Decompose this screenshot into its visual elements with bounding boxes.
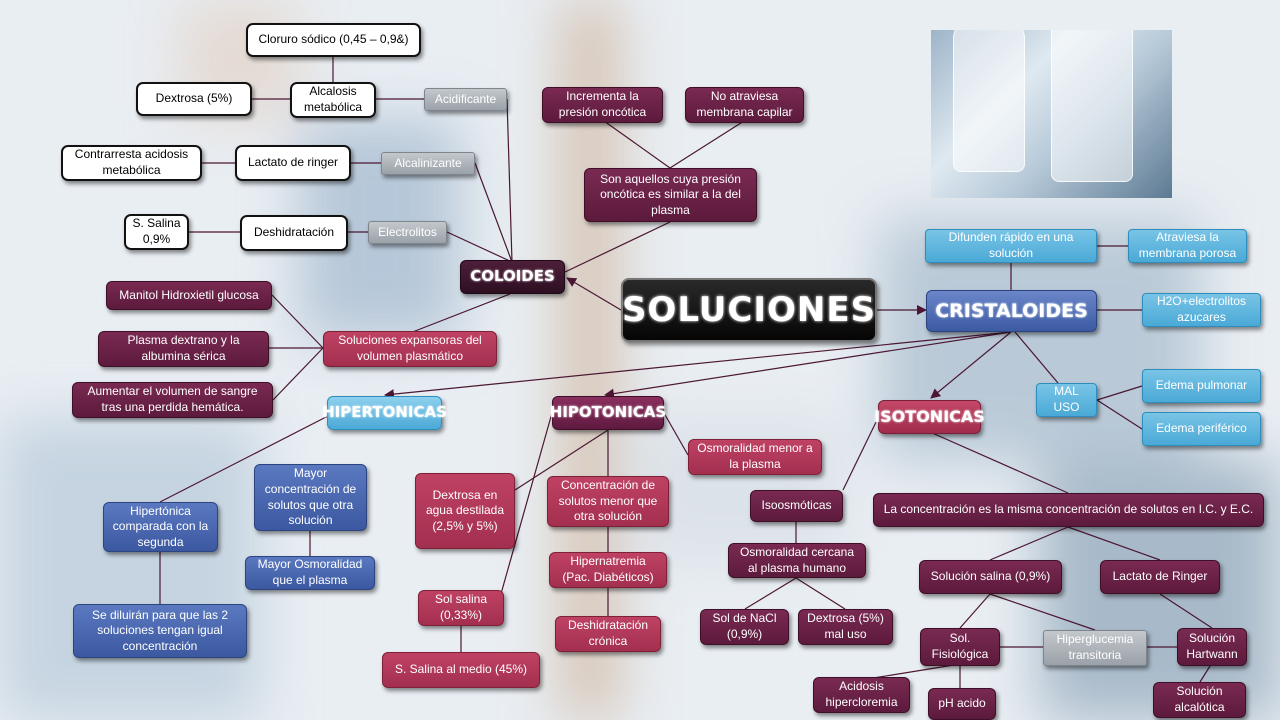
node-osmoralidad-cercana: Osmoralidad cercana al plasma humano — [728, 543, 866, 578]
node-alcalosis: Alcalosis metabólica — [290, 82, 376, 118]
hipotonicas-heading: HIPOTONICAS — [550, 396, 666, 430]
node-edema-periferico: Edema periférico — [1142, 412, 1261, 446]
node-dextrosa5: Dextrosa (5%) — [136, 82, 252, 116]
node-solucion-salina-09: Solución salina (0,9%) — [919, 560, 1062, 594]
node-acidosis: Acidosis hipercloremia — [813, 677, 910, 713]
node-lactato-ringer: Lactato de ringer — [235, 145, 351, 181]
node-ssalina-45: S. Salina al medio (45%) — [382, 652, 540, 688]
node-deshidratacion-cronica: Deshidratación crónica — [555, 616, 661, 652]
node-noatraviesa: No atraviesa membrana capilar — [685, 87, 804, 123]
isotonicas-heading: ISOTONICAS — [874, 400, 985, 434]
node-incrementa: Incrementa la presión oncótica — [542, 87, 663, 123]
node-acidificante: Acidificante — [424, 88, 507, 111]
node-dextrosa-mal-uso: Dextrosa (5%) mal uso — [798, 609, 893, 645]
node-sol-fisiologica: Sol. Fisiológica — [920, 628, 1000, 666]
node-contrarresta: Contrarresta acidosis metabólica — [61, 145, 202, 181]
node-hiperglucemia: Hiperglucemia transitoria — [1043, 630, 1147, 666]
node-aumentar: Aumentar el volumen de sangre tras una p… — [72, 382, 273, 418]
node-manitol: Manitol Hidroxietil glucosa — [106, 281, 272, 310]
cristaloides-heading: CRISTALOIDES — [926, 290, 1097, 332]
iv-bag-right — [1051, 30, 1133, 182]
node-sol-nacl: Sol de NaCl (0,9%) — [700, 609, 789, 645]
node-isoosmoticas: Isoosmóticas — [750, 490, 843, 522]
node-misma-concentracion: La concentración es la misma concentraci… — [873, 493, 1264, 527]
node-mayor-osmoralidad: Mayor Osmoralidad que el plasma — [245, 556, 375, 590]
node-ph-acido: pH acido — [928, 688, 996, 720]
iv-bag-left — [953, 30, 1025, 172]
node-hartwann: Solución Hartwann — [1177, 628, 1247, 666]
node-lactato-de-ringer: Lactato de Ringer — [1100, 560, 1220, 594]
node-edema-pulmonar: Edema pulmonar — [1142, 369, 1261, 403]
node-mayor-concentracion: Mayor concentración de solutos que otra … — [254, 464, 367, 531]
node-sol-salina-033: Sol salina (0,33%) — [418, 590, 504, 626]
node-difunden: Difunden rápido en una solución — [925, 229, 1097, 263]
node-osmoralidad-menor: Osmoralidad menor a la plasma — [688, 439, 822, 475]
node-dextrosa-agua: Dextrosa en agua destilada (2,5% y 5%) — [415, 473, 515, 549]
node-definicion: Son aquellos cuya presión oncótica es si… — [584, 168, 757, 222]
node-plasma: Plasma dextrano y la albumina sérica — [98, 331, 269, 367]
node-atraviesa: Atraviesa la membrana porosa — [1128, 229, 1247, 263]
node-hipernatremia: Hipernatremia (Pac. Diabéticos) — [549, 552, 667, 588]
node-deshidratacion: Deshidratación — [240, 215, 348, 251]
iv-bags-photo — [931, 30, 1172, 198]
node-ssalina: S. Salina 0,9% — [124, 214, 189, 250]
node-h2o: H2O+electrolitos azucares — [1142, 293, 1261, 327]
node-maluso: MAL USO — [1036, 383, 1097, 417]
node-electrolitos: Electrolitos — [368, 221, 447, 244]
coloides-heading: COLOIDES — [460, 260, 565, 294]
node-comparada: Hipertónica comparada con la segunda — [103, 502, 218, 552]
node-diluiran: Se diluirán para que las 2 soluciones te… — [73, 604, 247, 658]
soluciones-title: SOLUCIONES — [621, 278, 877, 342]
node-concentracion-menor: Concentración de solutos menor que otra … — [547, 476, 669, 527]
hipertonicas-heading: HIPERTONICAS — [322, 396, 447, 430]
node-cloruro: Cloruro sódico (0,45 – 0,9&) — [246, 23, 421, 57]
node-alcalinizante: Alcalinizante — [381, 152, 475, 175]
node-solucion-alcalotica: Solución alcalótica — [1153, 682, 1246, 718]
node-expansoras: Soluciones expansoras del volumen plasmá… — [323, 331, 497, 367]
